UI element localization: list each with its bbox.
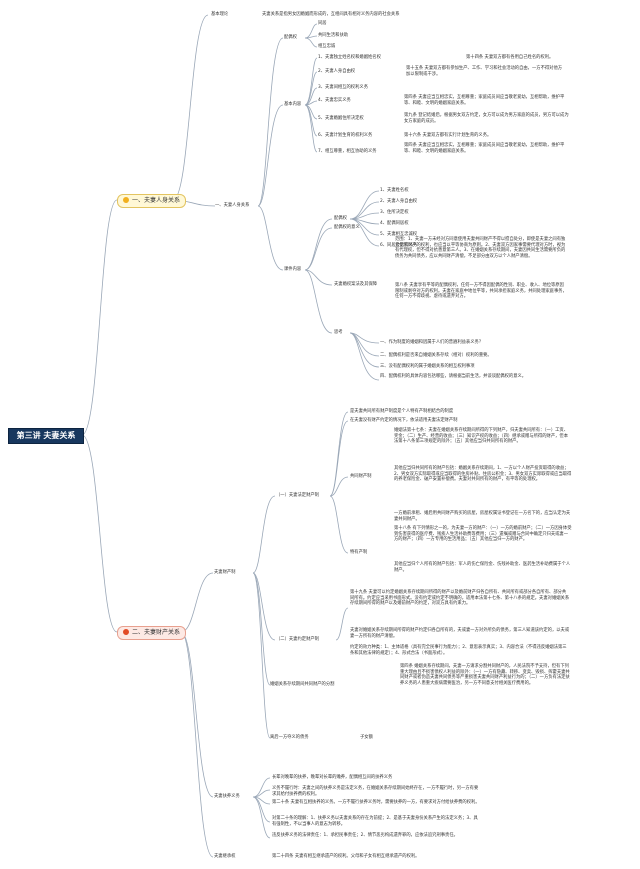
content-row-label[interactable]: 1、夫妻独立姓名权和婚姻姓名权	[318, 55, 381, 60]
protection-text-2: 第八条 夫妻享有平等的配偶权利，任何一方不得因配偶的性别、职业、收入、地位等原因…	[395, 283, 567, 300]
content-row-label[interactable]: 2、夫妻人身自由权	[318, 69, 356, 74]
node-think[interactable]: 思考	[334, 330, 343, 335]
content-row-desc: 第十五条 夫妻双方都有参加生产、工作、学习和社会活动的自由，一方不得对他方加以限…	[406, 66, 563, 77]
content-row-desc: 第四条 夫妻应当互相忠实，互相尊重；家庭成员间应当敬老爱幼，互相帮助，维护平等、…	[404, 95, 565, 106]
node-special-property[interactable]: 特有产制	[350, 550, 368, 555]
inherit-text: 第二十四条 夫妻有相互继承遗产的权利。父母和子女有相互继承遗产的权利。	[272, 854, 420, 859]
agreed-text-3: 约定的效力种类：1、主体适格（具有完全民事行为能力）；2、意思表示真实；3、内容…	[350, 645, 567, 656]
content-row-desc: 第四条 夫妻应当互相忠实，互相尊重；家庭成员间应当敬老爱幼，互相帮助，维护平等、…	[404, 143, 565, 154]
spouse-right-item[interactable]: 6、同居及忠实义务	[380, 243, 418, 248]
question-item[interactable]: 四、配偶权利的具体内容包括哪些，请根据当前生活，并谈谈配偶权的意义。	[380, 374, 527, 379]
node-common-property[interactable]: 共同财产制	[350, 474, 372, 479]
spouse-right-item[interactable]: 5、夫妻相互忠诚权	[380, 232, 418, 237]
node-spouse-item-3[interactable]: 相互忠诚	[318, 44, 336, 49]
content-row-desc: 第九条 登记结婚后，根据男女双方约定，女方可以成为男方家庭的成员，男方可以成为女…	[404, 113, 569, 124]
node-personal-relations[interactable]: 一、夫妻人身关系	[215, 203, 250, 208]
protection-text-1: 范围：1、夫妻一方未经对方同意使用夫妻共同财产不得以擅自处分，即使是夫妻之间有独…	[395, 237, 566, 259]
node-spouse-aim[interactable]: 配偶权的意义	[334, 225, 360, 230]
legal-desc-1: 是夫妻共同所有财产制度是个人特有产制相结合的制度	[350, 409, 454, 414]
spouse-right-item[interactable]: 1、夫妻姓名权	[380, 188, 409, 193]
support-item[interactable]: 违反扶养义务的法律责任：1、承担民事责任；2、情节恶劣构成遗弃罪的，应依法追究刑…	[272, 833, 458, 838]
common-text-1: 婚姻法第十七条：夫妻在婚姻关系存续期间所得的下列财产，归夫妻共同所有：（一）工资…	[394, 428, 569, 445]
node-property-system[interactable]: 夫妻财产制	[214, 570, 236, 575]
special-text-1: 第十八条 有下列情形之一的，为夫妻一方的财产：（一）一方的婚前财产；（二）一方因…	[394, 526, 572, 543]
content-row-label[interactable]: 4、夫妻忠实义务	[318, 98, 351, 103]
agreed-text-1: 第十九条 夫妻可以约定婚姻关系存续期间所得的财产以及婚前财产归各自所有、共同所有…	[350, 590, 570, 607]
node-basic-definition[interactable]: 夫妻关系是指男女因婚姻而形成的，互相间具有相对义务内容的社会关系	[262, 12, 400, 17]
special-text-2: 其他应当归个人所有的财产包括：军人的伤亡保险金、伤残补助金、医药生活补助费属于个…	[394, 562, 571, 573]
chapter-property-relations[interactable]: 二、夫妻财产关系	[117, 626, 187, 640]
root-topic[interactable]: 第三讲 夫妻关系	[8, 428, 84, 444]
node-basic-content[interactable]: 基本内容	[284, 102, 302, 107]
node-basic-theory[interactable]: 基本理论	[211, 12, 229, 17]
node-spouse-item-2[interactable]: 共同生活和扶助	[318, 33, 349, 38]
node-legal-system[interactable]: （一）夫妻法定财产制	[276, 493, 319, 498]
common-text-2: 其他应当归共同所有的财产包括：婚姻关系存续期间，1、一方以个人财产投资取得的收益…	[394, 466, 572, 483]
node-protection[interactable]: 夫妻婚权案法及其保障	[334, 282, 377, 287]
question-item[interactable]: 三、没有配偶权利的属于婚姻关系的相互权利事项	[380, 364, 475, 369]
flag-icon	[123, 629, 129, 635]
content-row-label[interactable]: 5、夫妻婚姻住所决定权	[318, 116, 364, 121]
node-spouse-right[interactable]: 配偶权	[284, 35, 297, 40]
spouse-right-item[interactable]: 2、夫妻人身自由权	[380, 199, 418, 204]
node-debt[interactable]: 离后一方夺义的债务	[270, 735, 309, 740]
node-support[interactable]: 夫妻扶养义务	[214, 794, 240, 799]
question-item[interactable]: 二、配偶权利是否来自婚姻关系存续（相对）权利的重要。	[380, 353, 492, 358]
bulb-icon	[123, 197, 129, 203]
support-item[interactable]: 义务不履行时：夫妻之间的扶养义务是法定义务，在婚姻关系存续期间始终存在，一方不履…	[272, 786, 479, 797]
content-row-label[interactable]: 7、相互尊重，相互协助的义务	[318, 149, 377, 154]
node-agreed-system[interactable]: （二）夫妻约定财产制	[276, 637, 319, 642]
common-text-3: 一方婚前承租、婚后用共同财产购买的房屋，房屋权属证书登记在一方名下的，应当认定为…	[394, 511, 571, 522]
division-text: 第四条 婚姻关系存续期间，夫妻一方请求分割共同财产的，人民法院不予支持，但有下列…	[400, 664, 570, 686]
content-row-label[interactable]: 3、夫妻间相互的权利义务	[318, 85, 368, 90]
question-item[interactable]: 一、作为制度的婚姻和因属于人们的普遍利益表义务？	[380, 340, 484, 345]
node-division[interactable]: 婚姻关系存续期间共同财产的分割	[270, 682, 335, 687]
legal-desc-2: 在夫妻没有财产约定的情况下，依法适用夫妻法定财产制	[350, 418, 458, 423]
node-special-content[interactable]: 课件内容	[284, 267, 302, 272]
content-row-desc: 第十六条 夫妻双方都有实行计划生育的义务。	[404, 133, 492, 138]
spouse-right-item[interactable]: 3、住所决定权	[380, 210, 409, 215]
node-spouse-item-1[interactable]: 同居	[318, 21, 327, 26]
node-inherit[interactable]: 夫妻继承权	[214, 854, 236, 859]
agreed-text-2: 夫妻对婚姻关系存续期间所得的财产约定归各自所有的，夫或妻一方对外所负的债务，第三…	[350, 628, 570, 639]
support-item[interactable]: 长辈对晚辈的扶养，晚辈对长辈的赡养，配偶相互间的扶养义务	[272, 775, 393, 780]
node-spouse-content[interactable]: 配偶权	[334, 216, 347, 221]
support-item[interactable]: 第二十条 夫妻有互相扶养的义务。一方不履行扶养义务时，需要扶养的一方，有要求对方…	[272, 800, 480, 805]
node-debt-item[interactable]: 子女额	[360, 735, 373, 740]
content-row-desc: 第十四条 夫妻双方都有各用自己姓名的权利。	[466, 55, 554, 60]
chapter-personal-relations[interactable]: 一、夫妻人身关系	[117, 194, 187, 208]
support-item[interactable]: 对第二十条的理解：1、扶养义务以夫妻关系的存在为前提；2、是基于夫妻身份关系产生…	[272, 816, 478, 827]
spouse-right-item[interactable]: 4、配偶同居权	[380, 221, 409, 226]
content-row-label[interactable]: 6、夫妻计划生育的权利义务	[318, 133, 373, 138]
